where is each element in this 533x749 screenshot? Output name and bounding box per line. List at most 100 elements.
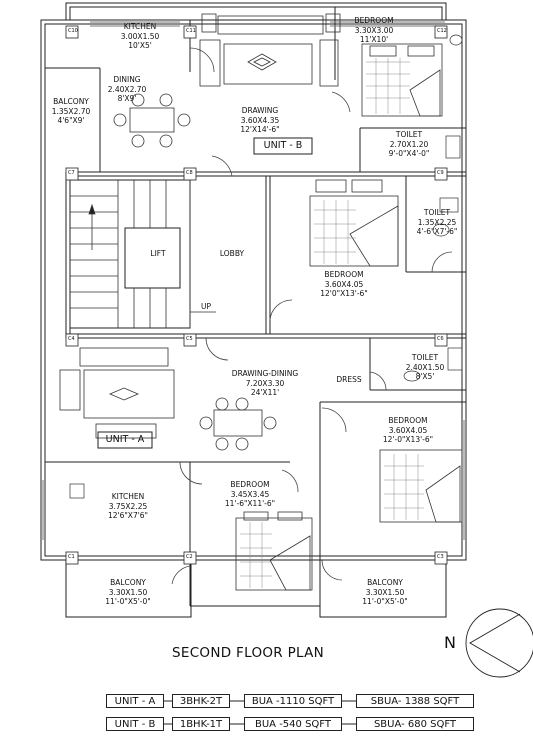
room-dim: 3.60X4.05 xyxy=(388,425,428,435)
unit-a-label: UNIT - A xyxy=(105,434,145,445)
room-dim: 3.75X2.25 xyxy=(108,501,148,511)
room-name: KITCHEN xyxy=(123,22,157,31)
room-name: DRAWING xyxy=(241,106,279,115)
doors xyxy=(171,47,453,585)
furniture xyxy=(59,13,463,591)
room-name: BALCONY xyxy=(110,578,146,587)
column-tag: C10 xyxy=(68,28,78,34)
room-label-balcony-b: BALCONY 1.35X2.70 4'6"X9' xyxy=(52,97,91,126)
summary-unit-b: UNIT - B xyxy=(106,717,164,731)
summary-unit-a: UNIT - A xyxy=(106,694,164,708)
room-name: BALCONY xyxy=(367,578,403,587)
room-name: TOILET xyxy=(423,208,451,217)
room-imperial: 10'X5' xyxy=(128,41,152,50)
interior-walls xyxy=(42,7,466,607)
unit-b-box xyxy=(253,137,313,155)
column-tag: C7 xyxy=(68,170,75,176)
room-label-toilet-a: TOILET 2.40X1.50 8'X5' xyxy=(406,353,445,382)
outer-walls xyxy=(40,2,467,618)
fixtures xyxy=(69,34,463,499)
stair-treads xyxy=(70,180,216,328)
room-name: BEDROOM xyxy=(230,480,270,489)
room-name: TOILET xyxy=(395,130,423,139)
dress-label: DRESS xyxy=(336,375,362,384)
column-tag: C5 xyxy=(186,336,193,342)
summary-bua-b: BUA -540 SQFT xyxy=(244,717,342,731)
room-name: KITCHEN xyxy=(111,492,145,501)
bed-checker-pattern xyxy=(240,58,424,588)
unit-b-label: UNIT - B xyxy=(263,140,303,151)
unit-a-box xyxy=(97,431,153,449)
column-tag: C2 xyxy=(186,554,193,560)
room-name: DINING xyxy=(113,75,141,84)
column-tag: C4 xyxy=(68,336,75,342)
column-tag: C9 xyxy=(437,170,444,176)
room-label-balcony-a-right: BALCONY 3.30X1.50 11'-0"X5'-0" xyxy=(362,578,407,607)
room-imperial: 8'X9' xyxy=(117,94,137,103)
room-label-bedroom-a-mid: BEDROOM 3.45X3.45 11'-6"X11'-6" xyxy=(225,480,275,509)
room-dim: 1.35X2.25 xyxy=(417,217,457,227)
stair-up-label: UP xyxy=(200,302,212,311)
room-dim: 3.60X4.05 xyxy=(324,279,364,289)
lift-label: LIFT xyxy=(150,249,166,258)
room-name: TOILET xyxy=(411,353,439,362)
north-label: N xyxy=(444,633,456,652)
room-label-toilet-2: TOILET 1.35X2.25 4'-6"X7'-6" xyxy=(417,208,458,237)
room-imperial: 4'-6"X7'-6" xyxy=(416,227,458,236)
room-imperial: 11'-6"X11'-6" xyxy=(224,499,276,508)
north-arrow xyxy=(465,608,533,678)
room-dim: 3.30X3.00 xyxy=(354,25,394,35)
room-label-dining-b: DINING 2.40X2.70 8'X9' xyxy=(108,75,147,104)
lobby-label: LOBBY xyxy=(219,249,245,258)
plan-title: SECOND FLOOR PLAN xyxy=(172,645,325,661)
room-imperial: 12'6"X7'6" xyxy=(107,511,149,520)
summary-type-b: 1BHK-1T xyxy=(172,717,230,731)
summary-sbua-a: SBUA- 1388 SQFT xyxy=(356,694,474,708)
room-imperial: 11'X10' xyxy=(359,35,389,44)
summary-bua-a: BUA -1110 SQFT xyxy=(244,694,342,708)
room-dim: 1.35X2.70 xyxy=(51,106,91,116)
summary-sbua-b: SBUA- 680 SQFT xyxy=(356,717,474,731)
room-imperial: 12'-0"X13'-6" xyxy=(382,435,434,444)
room-label-bedroom-mid: BEDROOM 3.60X4.05 12'0"X13'-6" xyxy=(320,270,368,299)
room-imperial: 9'-0"X4'-0" xyxy=(388,149,430,158)
room-label-drawing-b: DRAWING 3.60X4.35 12'X14'-6" xyxy=(240,106,279,135)
room-imperial: 24'X11' xyxy=(250,388,280,397)
room-imperial: 12'0"X13'-6" xyxy=(320,289,368,298)
room-name: BALCONY xyxy=(53,97,89,106)
room-dim: 3.30X1.50 xyxy=(108,587,148,597)
column-tag: C1 xyxy=(68,554,75,560)
room-imperial: 4'6"X9' xyxy=(57,116,85,125)
room-dim: 3.30X1.50 xyxy=(365,587,405,597)
room-name: BEDROOM xyxy=(324,270,364,279)
room-dim: 2.70X1.20 xyxy=(389,139,429,149)
room-name: DRAWING-DINING xyxy=(231,369,299,378)
room-label-bedroom-a-right: BEDROOM 3.60X4.05 12'-0"X13'-6" xyxy=(383,416,433,445)
room-dim: 2.40X1.50 xyxy=(405,362,445,372)
column-tag: C8 xyxy=(186,170,193,176)
room-imperial: 11'-0"X5'-0" xyxy=(362,597,408,606)
column-tag: C6 xyxy=(437,336,444,342)
room-label-kitchen-b: KITCHEN 3.00X1.50 10'X5' xyxy=(121,22,160,51)
room-dim: 3.60X4.35 xyxy=(240,115,280,125)
room-label-kitchen-a: KITCHEN 3.75X2.25 12'6"X7'6" xyxy=(108,492,148,521)
structural-columns xyxy=(65,25,448,565)
room-dim: 3.45X3.45 xyxy=(230,489,270,499)
room-label-drawing-dining-a: DRAWING-DINING 7.20X3.30 24'X11' xyxy=(232,369,298,398)
column-tag: C3 xyxy=(437,554,444,560)
room-label-bedroom-b: BEDROOM 3.30X3.00 11'X10' xyxy=(354,16,393,45)
room-imperial: 8'X5' xyxy=(415,372,435,381)
room-dim: 3.00X1.50 xyxy=(120,31,160,41)
room-dim: 2.40X2.70 xyxy=(107,84,147,94)
room-dim: 7.20X3.30 xyxy=(245,378,285,388)
room-name: BEDROOM xyxy=(354,16,394,25)
room-imperial: 12'X14'-6" xyxy=(240,125,280,134)
summary-type-a: 3BHK-2T xyxy=(172,694,230,708)
column-tag: C11 xyxy=(186,28,196,34)
room-label-toilet-b: TOILET 2.70X1.20 9'-0"X4'-0" xyxy=(389,130,430,159)
room-label-balcony-a-left: BALCONY 3.30X1.50 11'-0"X5'-0" xyxy=(105,578,150,607)
room-imperial: 11'-0"X5'-0" xyxy=(105,597,151,606)
room-name: BEDROOM xyxy=(388,416,428,425)
column-tag: C12 xyxy=(437,28,447,34)
